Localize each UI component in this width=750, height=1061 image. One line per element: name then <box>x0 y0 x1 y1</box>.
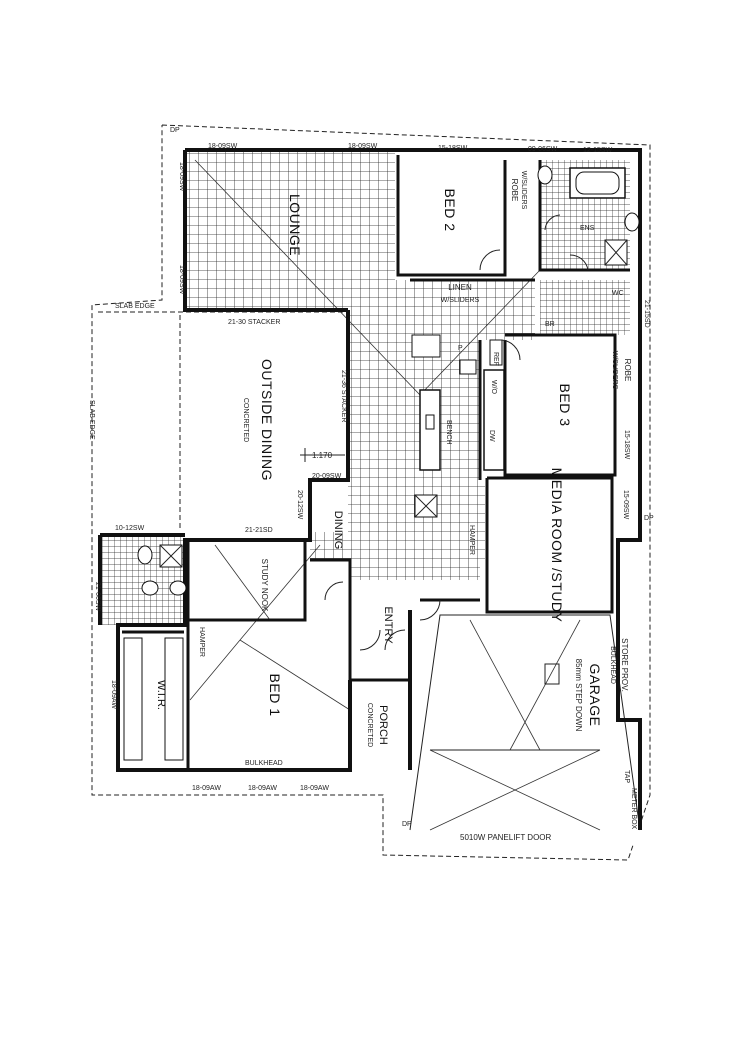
window-label-lounge-left2: 18-09SW <box>178 265 185 295</box>
slab-edge-label-top: SLAB EDGE <box>115 303 155 310</box>
boundary-line <box>91 124 651 861</box>
slab-edge-label-side: SLAB EDGE <box>88 400 95 440</box>
window-label-top3: 15-18SW <box>438 145 468 152</box>
store-note: BULKHEAD <box>609 646 616 684</box>
room-label-garage: GARAGE <box>587 664 603 727</box>
room-label-bed3: BED 3 <box>557 384 573 427</box>
outside-dining-area <box>98 311 350 532</box>
dp-label-top-left: DP <box>170 127 180 134</box>
kitchen-fittings <box>411 334 505 518</box>
bar-label: BR <box>545 321 555 328</box>
window-label-top2: 18-09SW <box>348 143 378 150</box>
bulkhead-label: BULKHEAD <box>245 760 283 767</box>
window-label-wir-side: 18-09AW <box>110 680 117 709</box>
room-label-linen: LINEN <box>448 283 472 292</box>
hamper-hall-label: HAMPER <box>468 525 475 555</box>
room-label-bed2: BED 2 <box>442 189 458 232</box>
room-label-store: STORE PROV. <box>620 638 629 692</box>
dimension-label-1170: 1.170 <box>312 451 333 460</box>
roof-lines <box>189 159 541 711</box>
room-label-robe2: ROBE <box>510 179 519 202</box>
window-label-bed3-side: 15-18SW <box>623 430 630 460</box>
room-label-outside-dining: OUTSIDE DINING <box>259 359 275 481</box>
dp-label-bottom: DP <box>402 821 412 828</box>
wc-label: WC <box>612 290 624 297</box>
porch-note: CONCRETED <box>366 703 373 747</box>
robe3-note: W/SLIDERS <box>611 351 618 390</box>
room-label-entry: ENTRY <box>382 606 394 644</box>
wo-label: W/O <box>490 380 497 395</box>
window-label-ensuite-window: 10-12SW <box>115 525 145 532</box>
dw-label: DW <box>488 430 495 442</box>
tap-label: TAP <box>623 770 630 783</box>
linen-note: W/SLIDERS <box>441 297 480 304</box>
window-label-right-top: 21-15SD <box>643 300 650 328</box>
bench-label: BENCH <box>445 420 452 445</box>
ensuite-label: ENS <box>580 225 595 232</box>
window-label-stacker1: 21-30 STACKER <box>228 319 280 326</box>
garage-area <box>409 610 641 845</box>
room-label-study-nook: STUDY NOOK <box>260 559 269 612</box>
window-label-media-side: 15-09SW <box>622 490 629 520</box>
window-label-bed1-b3: 18-09AW <box>300 785 329 792</box>
window-label-top4: 09-06SW <box>528 146 558 153</box>
robe2-note: W/SLIDERS <box>520 171 527 210</box>
window-label-dining-bottom: 21-21SD <box>245 527 273 534</box>
window-label-dining-sw: 20-09SW <box>312 473 342 480</box>
garage-door-label: 5010W PANELIFT DOOR <box>460 833 552 842</box>
fridge-label: REF <box>492 352 499 366</box>
room-label-porch: PORCH <box>377 705 389 745</box>
dimension-marker <box>300 448 345 462</box>
meter-box-label: METER BOX <box>630 788 637 830</box>
room-label-lounge: LOUNGE <box>287 194 303 256</box>
room-label-wir: W.I.R. <box>155 680 167 710</box>
garage-note: 85mm STEP DOWN <box>574 659 583 732</box>
window-label-top1: 18-09SW <box>208 143 238 150</box>
room-label-media-room: MEDIA ROOM /STUDY <box>549 468 565 623</box>
room-label-robe3: ROBE <box>623 359 632 382</box>
window-label-bed1-b1: 18-09AW <box>192 785 221 792</box>
hamper-ensuite-label: HAMPER <box>198 627 205 657</box>
room-label-bed1: BED 1 <box>267 674 283 717</box>
door-swings <box>324 214 589 651</box>
window-label-top5: 12-15SW <box>583 147 613 154</box>
pantry-label: P <box>458 345 463 352</box>
internal-walls <box>122 155 630 770</box>
window-label-bed1-b2: 18-09AW <box>248 785 277 792</box>
outside-dining-note: CONCRETED <box>242 398 249 442</box>
window-label-lounge-left1: 18-09SW <box>178 162 185 192</box>
room-label-dining: DINING <box>332 511 344 550</box>
dp-label-right: DP <box>644 515 654 522</box>
window-label-dining-side: 20-12SW <box>296 490 303 520</box>
bathroom-fittings <box>137 165 640 596</box>
window-label-ensuite-side: 21-06SW <box>94 582 101 612</box>
window-label-stacker2: 21-36 STACKER <box>340 370 347 422</box>
wir-shelves <box>123 637 184 761</box>
